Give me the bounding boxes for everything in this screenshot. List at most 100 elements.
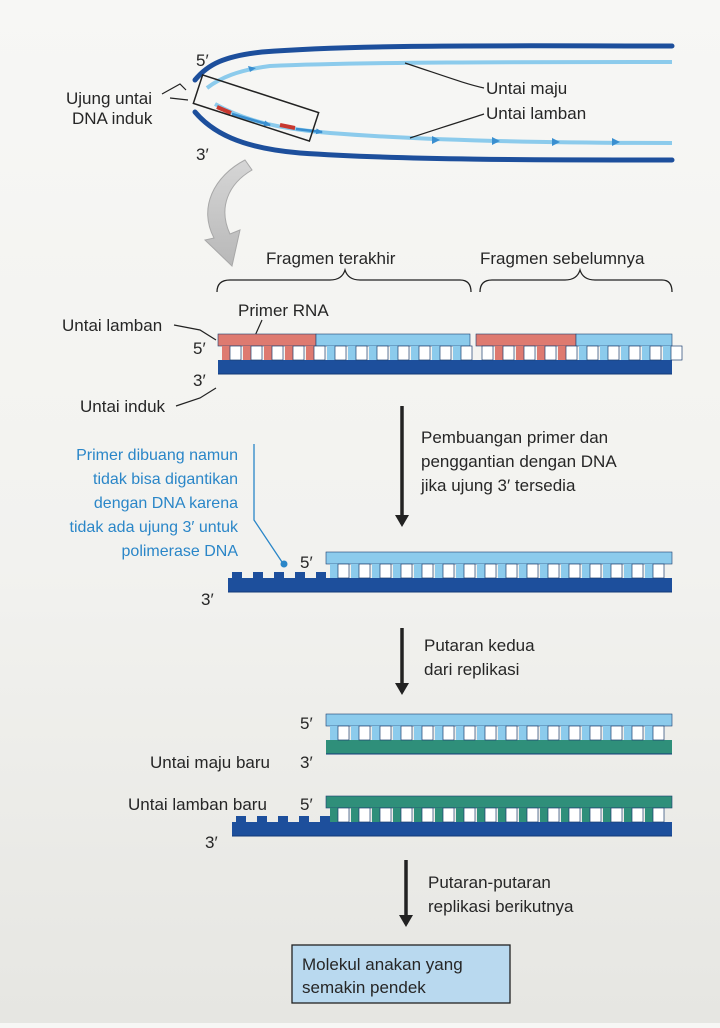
step3-text-line1: Putaran-putaran (428, 873, 551, 892)
base-pair-window (358, 725, 371, 741)
base-pair-window (421, 563, 434, 579)
ends-pointer (161, 83, 189, 101)
top-strand-tooth (540, 726, 548, 740)
overhang-tooth (236, 816, 246, 823)
base-pair-window (421, 725, 434, 741)
base-pair-window (481, 345, 494, 361)
base-pair-window (379, 725, 392, 741)
stage1-5prime-label: 5′ (193, 339, 206, 358)
base-pair-window (505, 563, 518, 579)
result-box: Molekul anakan yang semakin pendek (291, 944, 511, 1004)
overhang-tooth (232, 572, 242, 579)
overhang-tooth (253, 572, 263, 579)
base-pair-window (271, 345, 284, 361)
note-line5: polimerase DNA (122, 543, 239, 560)
top-strand-tooth (411, 346, 419, 360)
replication-fork: 5′ 3′ Ujung untai DNA induk Untai maju U… (66, 43, 675, 267)
parent-strand-top (192, 43, 675, 83)
base-pair-window (337, 563, 350, 579)
top-strand-tooth (519, 808, 527, 822)
top-strand-segment (325, 795, 673, 809)
fork-3prime-label: 3′ (196, 145, 209, 164)
bottom-strand-body (326, 740, 672, 754)
stage2-5prime-label: 5′ (300, 553, 313, 572)
base-pair-window (631, 807, 644, 823)
lagging-arrowheads (432, 136, 620, 146)
top-strand-tooth (351, 564, 359, 578)
okazaki-arrow-1 (231, 112, 271, 127)
primer-note: Primer dibuang namun tidak bisa digantik… (70, 444, 288, 568)
top-strand-tooth (498, 808, 506, 822)
base-pair-window (442, 563, 455, 579)
top-strand-tooth (477, 564, 485, 578)
top-strand-tooth (285, 346, 293, 360)
okazaki-arrow-2 (295, 127, 323, 135)
base-pair-window (442, 725, 455, 741)
fork-5prime-label: 5′ (196, 51, 209, 70)
stage3-5prime-label: 5′ (300, 714, 313, 733)
base-pair-window (484, 807, 497, 823)
step3-arrow-group: Putaran-putaran replikasi berikutnya (399, 860, 574, 927)
top-strand-tooth (372, 808, 380, 822)
top-strand-tooth (393, 808, 401, 822)
top-strand-segment (475, 333, 577, 347)
base-pair-window (544, 345, 557, 361)
lagging-strand-new (214, 102, 673, 145)
base-pair-window (547, 725, 560, 741)
last-fragment-label: Fragmen terakhir (266, 249, 396, 268)
top-strand-tooth (600, 346, 608, 360)
fragment-stage: Fragmen terakhir Fragmen sebelumnya Prim… (62, 249, 683, 416)
step1-text-line1: Pembuangan primer dan (421, 428, 608, 447)
stage3-3prime-label: 3′ (300, 753, 313, 772)
top-strand-tooth (369, 346, 377, 360)
step2-arrow-group: Putaran kedua dari replikasi (395, 628, 535, 695)
top-strand-tooth (264, 346, 272, 360)
result-text-line1: Molekul anakan yang (302, 955, 463, 974)
step3-text-line2: replikasi berikutnya (428, 897, 574, 916)
parent-ends-label-line1: Ujung untai (66, 89, 152, 108)
base-pair-window (229, 345, 242, 361)
last-fragment-brace (216, 267, 472, 293)
primer-removed-stage: 5′ 3′ (201, 551, 673, 609)
base-pair-window (652, 563, 665, 579)
overhang-tooth (274, 572, 284, 579)
top-strand-tooth (561, 564, 569, 578)
note-pointer-dot (280, 560, 288, 568)
parent-strand-bottom (192, 109, 675, 163)
base-pair-window (484, 725, 497, 741)
top-strand-tooth (561, 808, 569, 822)
base-pair-window (628, 345, 641, 361)
step1-text-line3: jika ujung 3′ tersedia (420, 476, 576, 495)
top-strand-tooth (645, 808, 653, 822)
base-pair-window (589, 725, 602, 741)
base-pair-window (400, 563, 413, 579)
top-strand-tooth (432, 346, 440, 360)
base-pair-window (547, 807, 560, 823)
base-pair-window (610, 563, 623, 579)
base-pair-window (439, 345, 452, 361)
base-pair-window (610, 807, 623, 823)
base-pair-window (484, 563, 497, 579)
base-pair-window (523, 345, 536, 361)
bottom-strand-body (232, 822, 672, 836)
base-pair-window (421, 807, 434, 823)
base-pair-window (463, 725, 476, 741)
lagging-side-pointer (173, 324, 217, 341)
top-strand-tooth (435, 808, 443, 822)
top-strand-tooth (456, 564, 464, 578)
stage4-5prime-label: 5′ (300, 795, 313, 814)
top-strand-tooth (330, 726, 338, 740)
top-strand-segment (217, 333, 317, 347)
top-strand-tooth (453, 346, 461, 360)
lagging-strand-label: Untai lamban (486, 104, 586, 123)
top-strand-tooth (624, 564, 632, 578)
base-pair-window (400, 725, 413, 741)
stage2-3prime-label: 3′ (201, 590, 214, 609)
top-strand-tooth (582, 808, 590, 822)
base-pair-window (586, 345, 599, 361)
base-pair-window (610, 725, 623, 741)
top-strand-tooth (621, 346, 629, 360)
base-pair-window (505, 725, 518, 741)
